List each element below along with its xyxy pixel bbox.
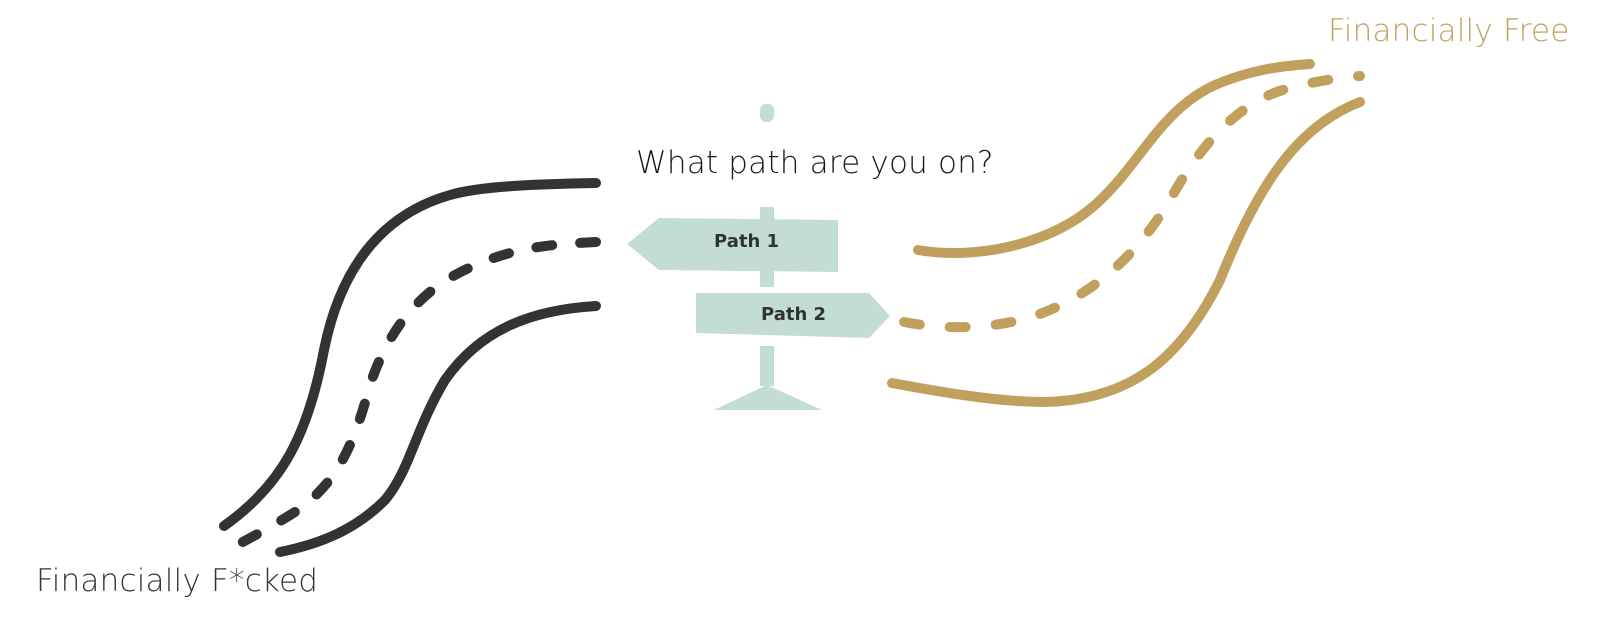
path-2-label: Path 2 (761, 304, 827, 325)
dark-road-inner-edge (275, 301, 601, 557)
signpost-top-cap (760, 104, 774, 122)
destination-financially-free: Financially Free (1328, 13, 1570, 49)
signpost-icon (627, 104, 890, 410)
gold-road-upper-edge (913, 59, 1315, 258)
dark-road-center-dashes (223, 237, 601, 555)
question-heading: What path are you on? (636, 145, 994, 181)
dark-road (219, 178, 601, 557)
dark-road-outer-edge (219, 178, 601, 531)
signpost-lower-pole (760, 346, 774, 386)
gold-road-center-dashes (899, 71, 1365, 333)
right-arrow-sign-icon (696, 293, 890, 338)
signpost-base (714, 385, 822, 410)
gold-road (887, 59, 1365, 408)
left-arrow-sign-icon (627, 218, 838, 272)
destination-financially-fcked: Financially F*cked (36, 563, 319, 599)
path-1-label: Path 1 (714, 231, 780, 252)
gold-road-lower-edge (887, 97, 1365, 408)
